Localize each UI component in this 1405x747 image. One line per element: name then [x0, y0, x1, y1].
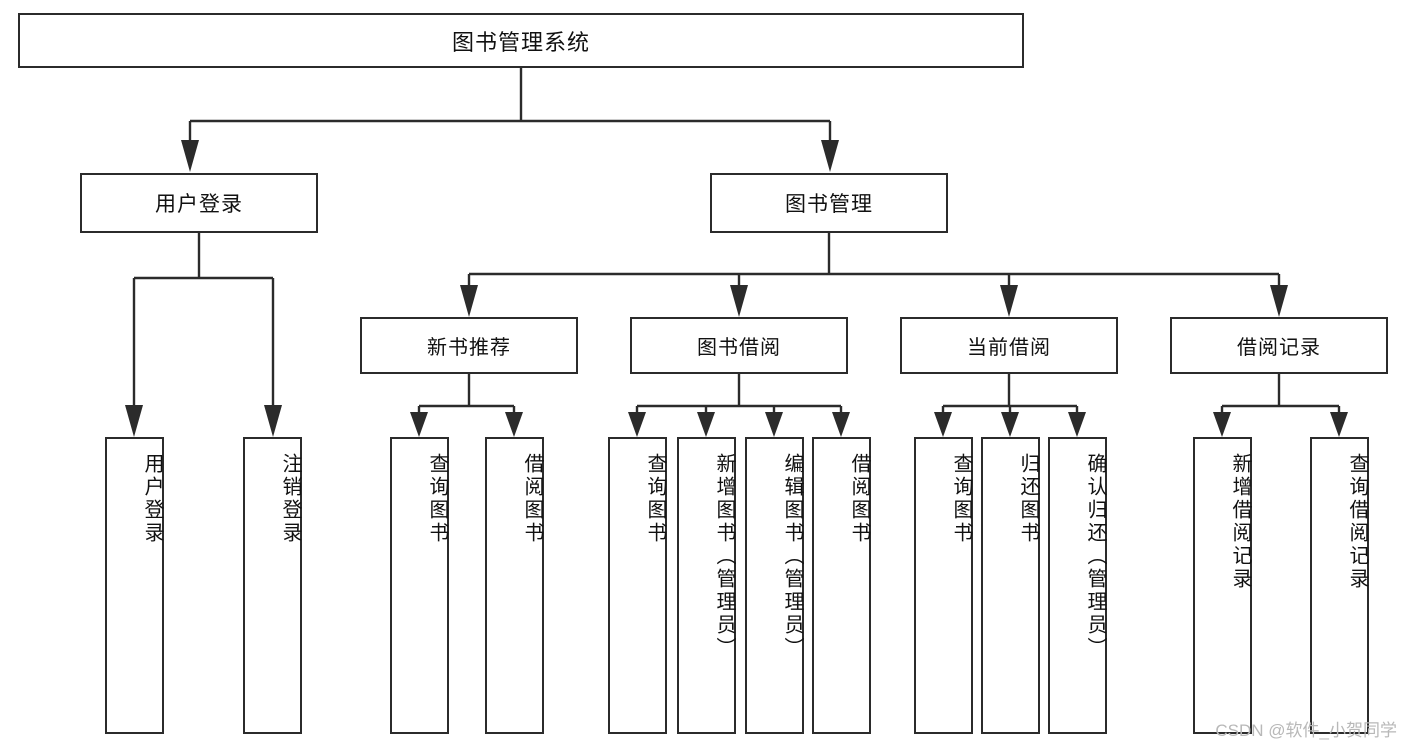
csdn-watermark: CSDN @软件_小贺同学 [1215, 721, 1397, 740]
node-leaf-query-book-3[interactable]: 查询图书 [914, 437, 973, 734]
node-leaf-borrow-book-2[interactable]: 借阅图书 [812, 437, 871, 734]
node-current-borrow[interactable]: 当前借阅 [900, 317, 1118, 374]
node-label: 借阅记录 [1237, 337, 1321, 359]
node-leaf-query-book-2[interactable]: 查询图书 [608, 437, 667, 734]
node-label: 新增图书（管理员） [713, 453, 735, 660]
connector-root-to-level2 [181, 68, 839, 172]
node-label: 用户登录 [155, 193, 243, 216]
node-label: 借阅图书 [521, 453, 543, 545]
node-leaf-return-book[interactable]: 归还图书 [981, 437, 1040, 734]
node-label: 图书管理 [785, 193, 873, 216]
node-leaf-add-record[interactable]: 新增借阅记录 [1193, 437, 1252, 734]
node-label: 查询借阅记录 [1346, 453, 1368, 591]
node-label: 查询图书 [950, 453, 972, 545]
connector-currentborrow-to-leaves [934, 374, 1086, 437]
node-label: 确认归还（管理员） [1084, 453, 1106, 660]
connector-bookborrow-to-leaves [628, 374, 850, 437]
node-label: 编辑图书（管理员） [781, 453, 803, 660]
node-root-book-management-system[interactable]: 图书管理系统 [18, 13, 1024, 68]
node-label: 当前借阅 [967, 337, 1051, 359]
node-leaf-query-record[interactable]: 查询借阅记录 [1310, 437, 1369, 734]
node-leaf-logout-login[interactable]: 注销登录 [243, 437, 302, 734]
node-label: 查询图书 [644, 453, 666, 545]
node-label: 查询图书 [426, 453, 448, 545]
node-label: 图书借阅 [697, 337, 781, 359]
node-leaf-borrow-book-1[interactable]: 借阅图书 [485, 437, 544, 734]
node-label: 归还图书 [1017, 453, 1039, 545]
node-book-borrow[interactable]: 图书借阅 [630, 317, 848, 374]
node-leaf-confirm-return[interactable]: 确认归还（管理员） [1048, 437, 1107, 734]
node-borrow-record[interactable]: 借阅记录 [1170, 317, 1388, 374]
connector-userlogin-to-leaves [125, 233, 282, 437]
node-label: 新书推荐 [427, 337, 511, 359]
node-leaf-query-book-1[interactable]: 查询图书 [390, 437, 449, 734]
node-label: 用户登录 [141, 453, 163, 545]
node-new-book-recommend[interactable]: 新书推荐 [360, 317, 578, 374]
connector-bookmanage-to-level3 [460, 233, 1288, 317]
node-leaf-add-book[interactable]: 新增图书（管理员） [677, 437, 736, 734]
node-leaf-edit-book[interactable]: 编辑图书（管理员） [745, 437, 804, 734]
node-label: 新增借阅记录 [1229, 453, 1251, 591]
node-user-login[interactable]: 用户登录 [80, 173, 318, 233]
node-leaf-user-login[interactable]: 用户登录 [105, 437, 164, 734]
node-book-manage[interactable]: 图书管理 [710, 173, 948, 233]
connector-borrowrecord-to-leaves [1213, 374, 1348, 437]
connector-newbook-to-leaves [410, 374, 523, 437]
node-label: 借阅图书 [848, 453, 870, 545]
node-label: 注销登录 [279, 453, 301, 545]
node-label: 图书管理系统 [451, 29, 590, 55]
